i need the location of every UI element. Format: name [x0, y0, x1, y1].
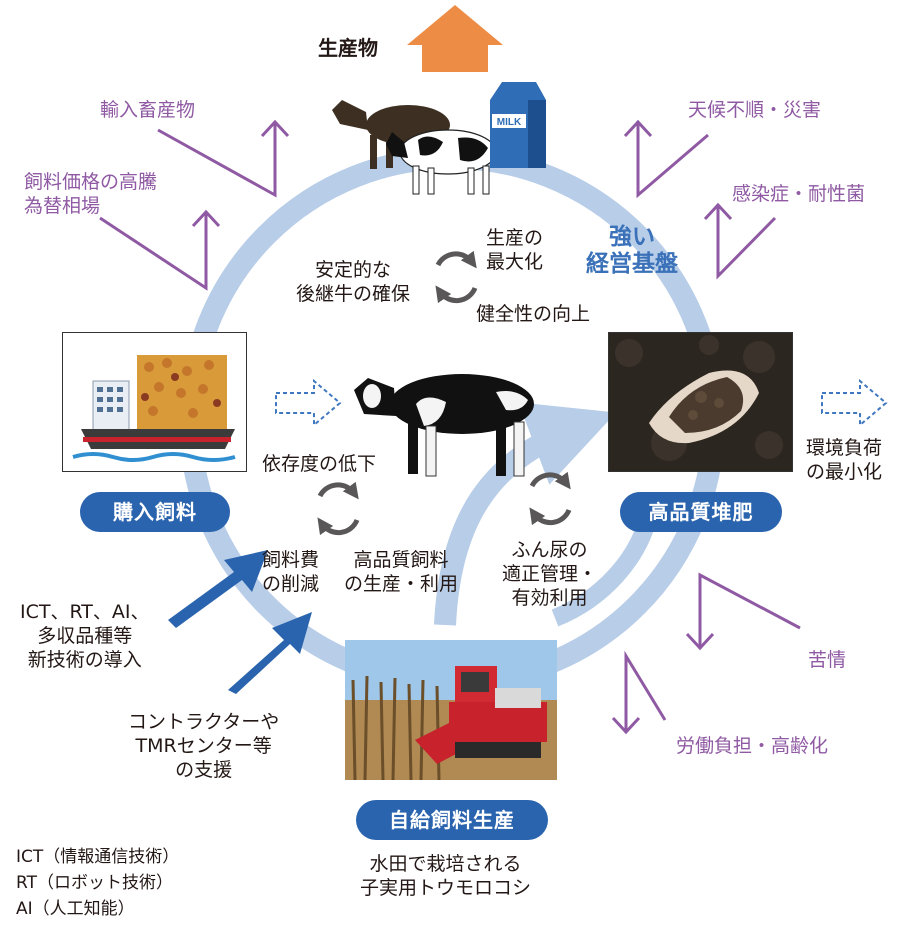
risk-arrow-feed-head	[191, 209, 221, 228]
cycle-left-right-text: 高品質飼料 の生産・利用	[344, 549, 459, 595]
risk-arrow-complaint	[698, 572, 801, 648]
support-arrow-contractor	[228, 612, 312, 694]
risk-arrow-complaint-head	[685, 632, 715, 651]
cycle-top-bottom-text: 健全性の向上	[476, 303, 591, 325]
ship-corn-illustration	[63, 333, 246, 471]
cycle-left-top-text: 依存度の低下	[262, 453, 377, 475]
glossary-rt: RT（ロボット技術）	[16, 873, 173, 893]
risk-feed-price: 飼料価格の高騰 為替相場	[24, 171, 158, 217]
support-arrow-tech	[168, 550, 268, 628]
risk-arrow-labor-head	[611, 716, 641, 735]
node-high-quality-compost: 高品質堆肥	[620, 492, 782, 532]
risk-arrow-import-head	[260, 119, 290, 138]
self-feed-caption: 水田で栽培される 子実用トウモロコシ	[360, 853, 532, 899]
support-contractor-text: コントラクターや TMRセンター等 の支援	[128, 711, 280, 781]
risk-arrow-disease	[716, 205, 777, 280]
cycle-icon-right	[529, 471, 572, 526]
flow-arrow-compost	[821, 378, 888, 428]
risk-arrow-import	[157, 122, 277, 198]
cycle-icon-top	[435, 250, 478, 304]
holstein-cow-center-icon	[354, 374, 534, 477]
holstein-cow-icon	[386, 129, 497, 195]
node-purchased-feed: 購入飼料	[80, 492, 230, 532]
cycle-right-bottom-text: ふん尿の 適正管理・ 有効利用	[502, 539, 598, 609]
milk-label: MILK	[497, 117, 522, 128]
milk-carton-icon: MILK	[490, 82, 546, 168]
glossary-ai: AI（人工知能）	[16, 899, 135, 919]
inner-ring-arrow	[434, 402, 617, 626]
cycle-top-right-text: 生産の 最大化	[486, 227, 544, 273]
harvester-illustration	[345, 640, 557, 780]
node-self-feed-production: 自給飼料生産	[356, 800, 548, 840]
risk-arrow-weather	[636, 122, 709, 199]
purchased-feed-photo	[62, 332, 247, 472]
risk-weather-disaster: 天候不順・災害	[688, 99, 822, 121]
risk-arrow-disease-head	[703, 202, 733, 221]
cycle-top-left-text: 安定的な 後継牛の確保	[296, 259, 411, 305]
output-arrow-shape	[407, 5, 503, 72]
compost-illustration	[609, 333, 792, 471]
flow-arrow-feed	[275, 378, 342, 428]
strong-management-badge: 強い 経営基盤	[586, 224, 678, 277]
glossary-ict: ICT（情報通信技術）	[16, 847, 180, 867]
risk-arrow-labor	[624, 650, 667, 732]
risk-infection-resistance: 感染症・耐性菌	[732, 183, 866, 205]
output-label: 生産物	[318, 36, 378, 60]
risk-arrow-feed	[99, 212, 208, 291]
environmental-load-text: 環境負荷 の最小化	[806, 437, 883, 483]
risk-labor-aging: 労働負担・高齢化	[676, 735, 829, 757]
cycle-left-left-text: 飼料費 の削減	[262, 549, 320, 595]
support-tech-text: ICT、RT、AI、 多収品種等 新技術の導入	[20, 601, 150, 671]
risk-complaints: 苦情	[808, 649, 847, 671]
risk-import-products: 輸入畜産物	[100, 99, 196, 121]
self-feed-photo	[345, 640, 557, 780]
risk-arrow-weather-head	[623, 119, 653, 138]
cycle-icon-left	[317, 481, 360, 536]
compost-photo	[608, 332, 793, 472]
cows-illustration	[332, 100, 497, 195]
